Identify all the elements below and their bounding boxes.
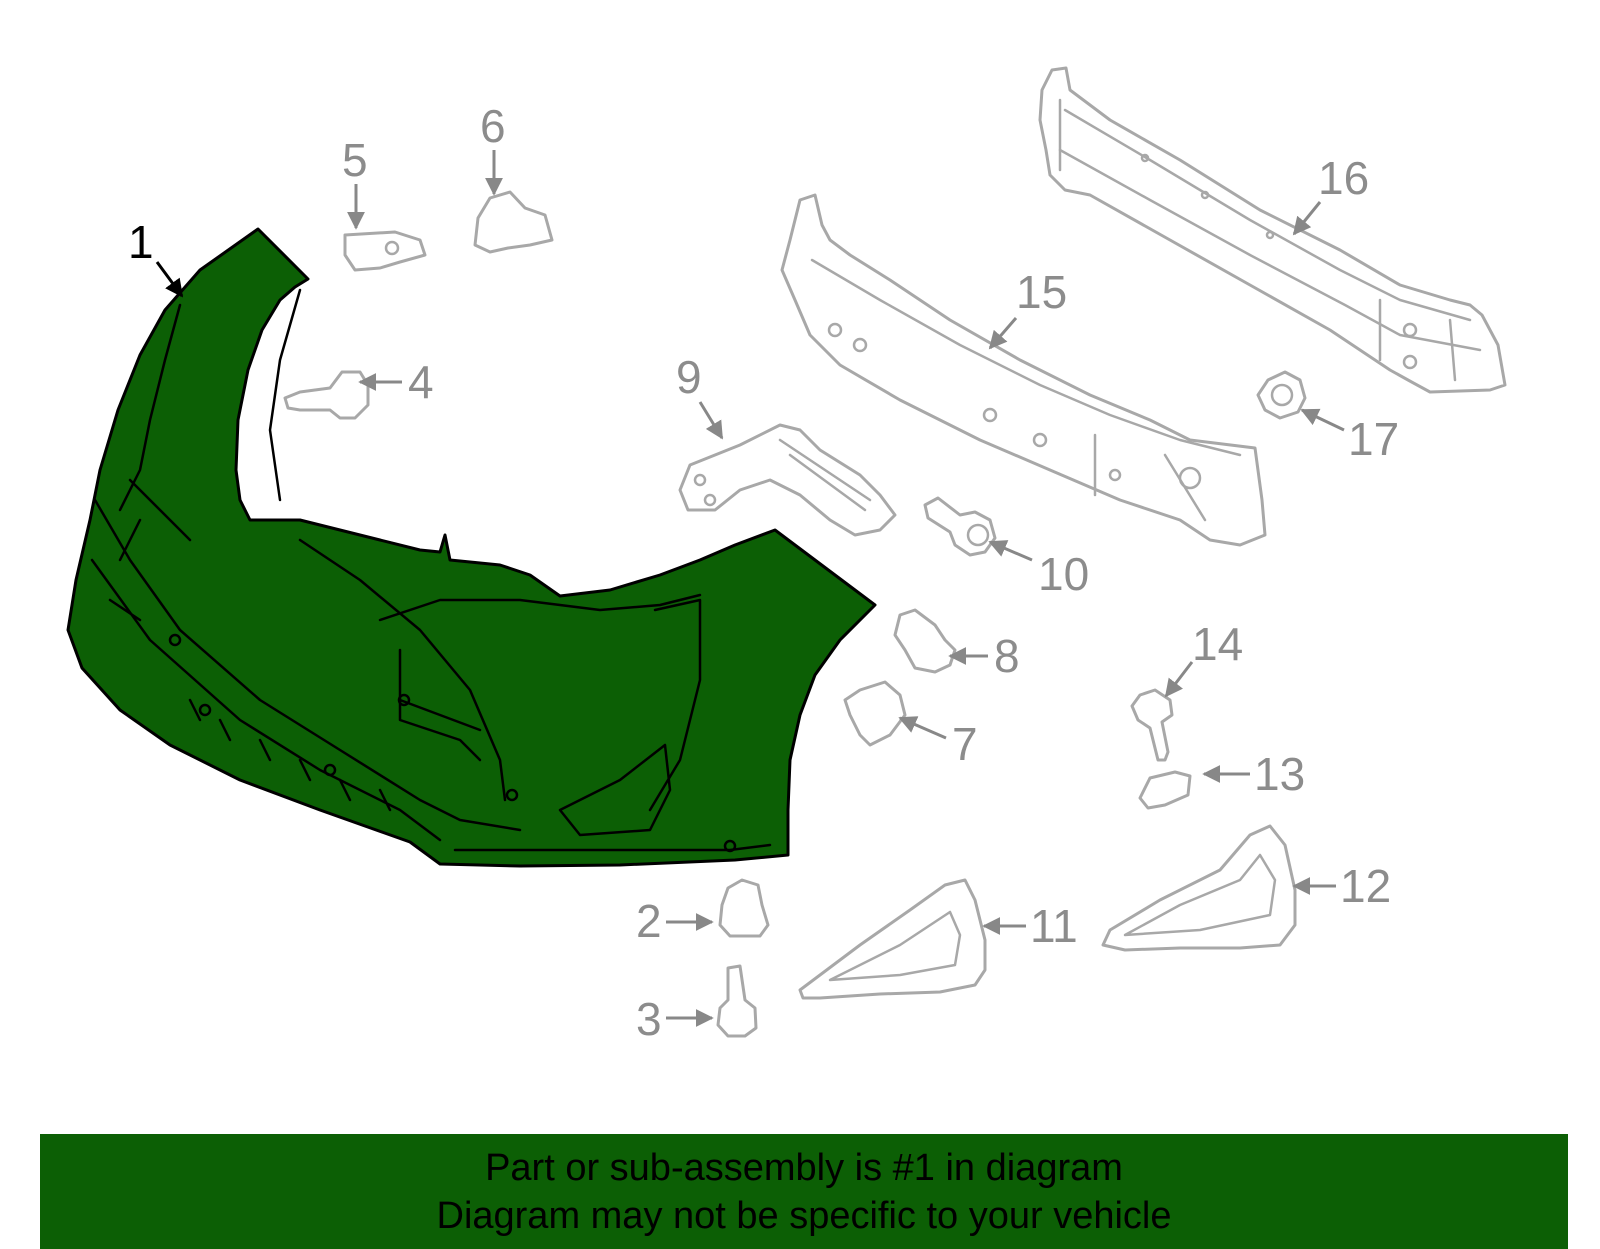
part-7-retainer [843,680,907,747]
callout-15: 15 [988,266,1067,350]
part-14-screw [1130,688,1174,762]
part-11-bezel-left [798,878,987,1000]
callout-1: 1 [128,216,184,298]
callout-9: 9 [676,351,724,440]
callout-label-16: 16 [1318,152,1369,204]
callout-label-4: 4 [408,356,434,408]
callout-label-3: 3 [636,993,662,1045]
callout-5: 5 [342,134,368,230]
banner-line-part-number: Part or sub-assembly is #1 in diagram [485,1146,1123,1189]
callout-10: 10 [988,540,1089,600]
part-12-bezel-right [1101,824,1297,952]
callout-8: 8 [948,630,1020,682]
part-5-clip [343,230,427,272]
callout-2: 2 [636,895,714,947]
part-1-bumper-cover[interactable] [66,227,877,868]
callout-6: 6 [480,100,506,196]
part-16-reinforcement-beam [1038,66,1507,394]
info-banner: Part or sub-assembly is #1 in diagram Di… [40,1134,1568,1249]
callout-label-1: 1 [128,216,154,268]
part-2-clip [718,878,770,938]
part-3-screw [716,964,758,1038]
callout-label-5: 5 [342,134,368,186]
part-6-bracket [473,190,554,254]
callout-label-12: 12 [1340,860,1391,912]
callout-label-10: 10 [1038,548,1089,600]
part-4-bolt [283,370,370,420]
part-10-push-pin [923,496,997,557]
part-13-clip-nut [1138,770,1192,810]
callout-label-8: 8 [994,630,1020,682]
callout-3: 3 [636,993,714,1045]
callout-label-13: 13 [1254,748,1305,800]
callout-label-17: 17 [1348,413,1399,465]
callout-11: 11 [982,900,1078,952]
callout-label-11: 11 [1030,900,1078,952]
callout-14: 14 [1164,618,1243,698]
callout-4: 4 [358,356,434,408]
callout-17: 17 [1300,408,1399,465]
callout-label-7: 7 [952,718,978,770]
banner-background [40,1134,1568,1249]
callout-7: 7 [898,716,978,770]
part-8-push-clip [893,608,957,674]
callout-label-15: 15 [1016,266,1067,318]
part-15-energy-absorber [780,193,1267,547]
callout-label-14: 14 [1192,618,1243,670]
banner-line-disclaimer: Diagram may not be specific to your vehi… [436,1194,1172,1237]
callout-13: 13 [1202,748,1305,800]
callout-label-2: 2 [636,895,662,947]
part-17-nut [1256,370,1307,420]
callout-label-6: 6 [480,100,506,152]
part-9-bracket [678,423,897,537]
callout-label-9: 9 [676,351,702,403]
callout-16: 16 [1292,152,1369,236]
callout-12: 12 [1292,860,1391,912]
